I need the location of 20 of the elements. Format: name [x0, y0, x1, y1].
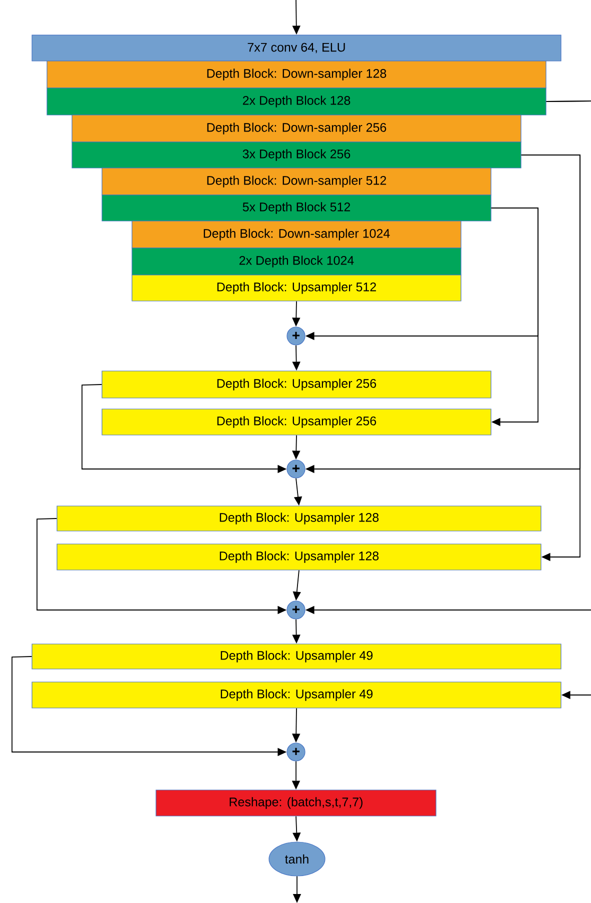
layer-box: 3x Depth Block 256 [72, 142, 522, 168]
layer-box: 5x Depth Block 512 [102, 194, 492, 222]
layer-box: Reshape: (batch,s,t,7,7) [156, 790, 436, 816]
layer-box: 7x7 conv 64, ELU [32, 34, 562, 62]
layer-box: Depth Block: Upsampler 512 [132, 274, 462, 302]
layer-box: Depth Block: Down-sampler 128 [46, 60, 546, 88]
arrow [546, 100, 591, 700]
arrow [520, 154, 580, 562]
layer-box: Depth Block: Upsampler 256 [102, 370, 492, 398]
layer-box: Depth Block: Down-sampler 1024 [132, 220, 462, 248]
layer-box: Depth Block: Down-sampler 256 [72, 114, 522, 142]
layer-box: Depth Block: Upsampler 49 [32, 644, 562, 670]
layer-box: Depth Block: Upsampler 256 [102, 408, 492, 436]
layer-box: Depth Block: Down-sampler 512 [102, 168, 492, 196]
layer-box: Depth Block: Upsampler 128 [56, 544, 542, 570]
layer-box: Depth Block: Upsampler 49 [32, 682, 562, 708]
layer-box: Depth Block: Upsampler 128 [56, 506, 542, 532]
layer-box: 2x Depth Block 1024 [132, 248, 462, 276]
arrow [490, 208, 538, 426]
layer-box: 2x Depth Block 128 [46, 88, 546, 116]
